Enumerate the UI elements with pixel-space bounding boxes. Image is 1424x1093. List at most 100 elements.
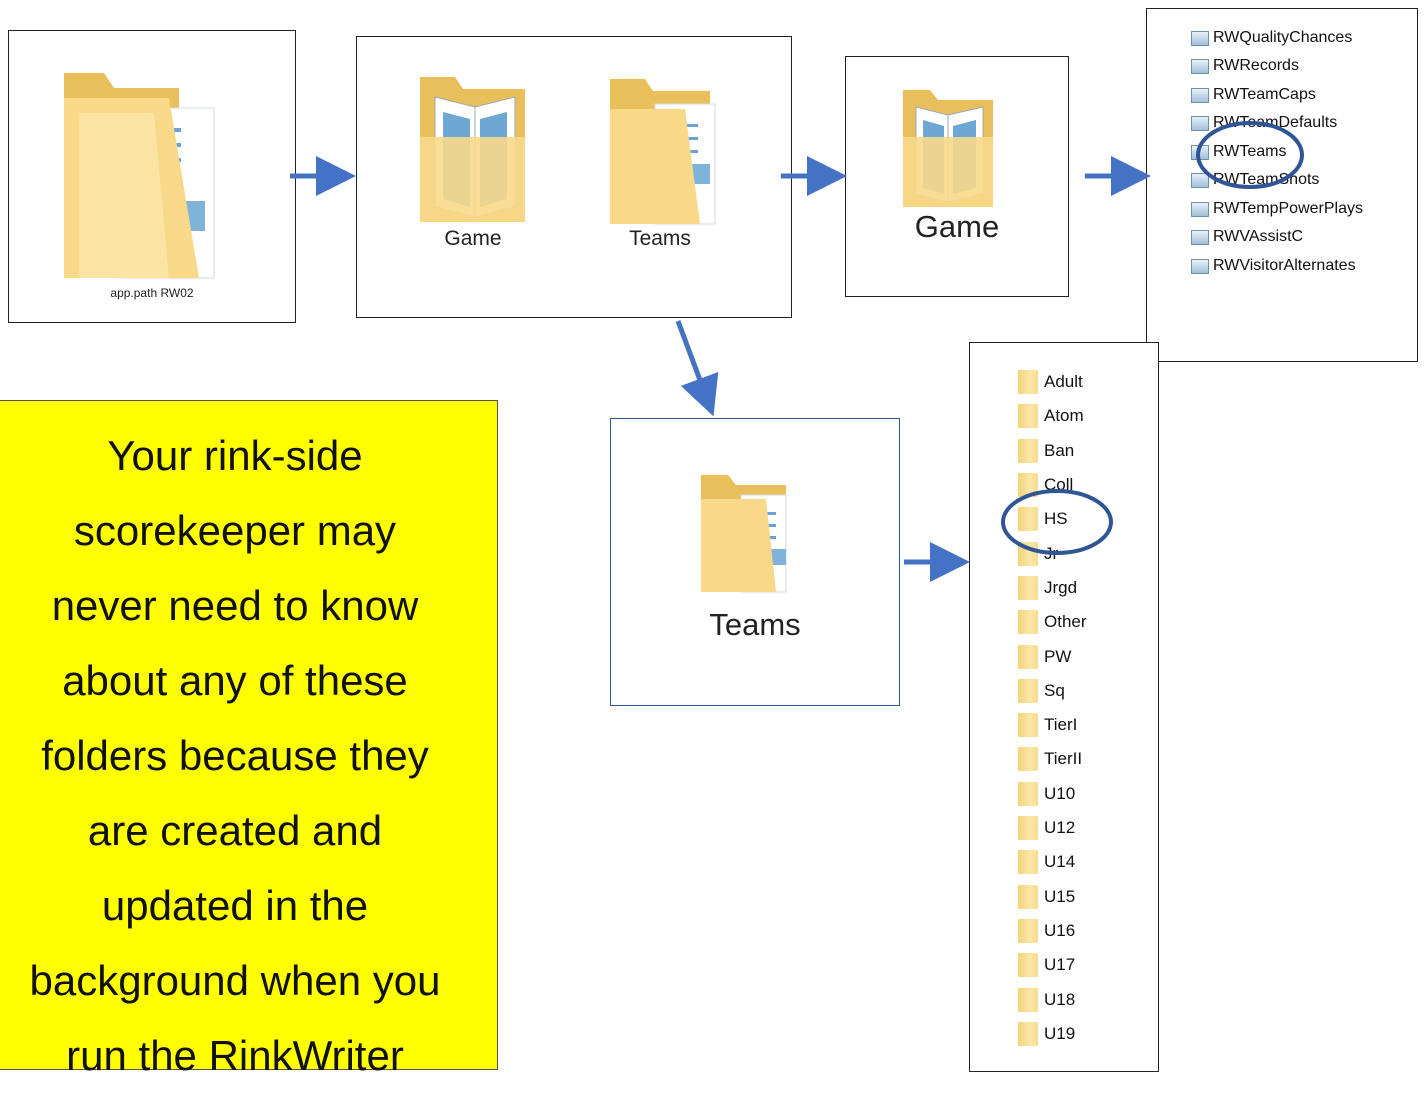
list-item[interactable]: PW bbox=[1018, 645, 1071, 669]
folder-icon bbox=[1018, 919, 1038, 943]
explanation-note-text: Your rink-side scorekeeper may never nee… bbox=[29, 432, 441, 1079]
folder-name: U19 bbox=[1044, 1024, 1076, 1043]
folder-icon bbox=[1018, 953, 1038, 977]
folder-name: U14 bbox=[1044, 852, 1076, 871]
table-file-icon bbox=[1191, 58, 1209, 74]
list-item[interactable]: RWTeamDefaults bbox=[1191, 114, 1337, 132]
game-label: Game bbox=[914, 209, 1000, 244]
highlight-ring-rwteams bbox=[1196, 121, 1304, 189]
folder-icon bbox=[1018, 370, 1038, 394]
file-name: RWTempPowerPlays bbox=[1213, 200, 1363, 217]
folder-name: U17 bbox=[1044, 955, 1076, 974]
list-item[interactable]: Sq bbox=[1018, 679, 1065, 703]
folder-icon bbox=[1018, 713, 1038, 737]
folder-name: U16 bbox=[1044, 921, 1076, 940]
file-name: RWQualityChances bbox=[1213, 29, 1353, 46]
folder-name: Jrgd bbox=[1044, 578, 1078, 597]
folder-icon bbox=[1018, 747, 1038, 771]
list-item[interactable]: RWRecords bbox=[1191, 57, 1299, 75]
game-files-panel: RWQualityChances RWRecords RWTeamCaps RW… bbox=[1146, 8, 1418, 362]
list-item[interactable]: Jrgd bbox=[1018, 576, 1077, 600]
list-item[interactable]: TierI bbox=[1018, 713, 1077, 737]
list-item[interactable]: RWVisitorAlternates bbox=[1191, 257, 1356, 275]
list-item[interactable]: U17 bbox=[1018, 953, 1075, 977]
list-item[interactable]: U12 bbox=[1018, 816, 1075, 840]
table-file-icon bbox=[1191, 115, 1209, 131]
file-name: RWVisitorAlternates bbox=[1213, 257, 1356, 274]
teams-label: Teams bbox=[709, 607, 801, 642]
file-name: RWTeams bbox=[1213, 143, 1287, 160]
teams-panel: Teams bbox=[610, 418, 900, 706]
root-folder-label: app.path RW02 bbox=[110, 286, 194, 300]
table-file-icon bbox=[1191, 258, 1209, 274]
teams-folder-icon bbox=[701, 475, 787, 593]
folder-icon bbox=[1018, 507, 1038, 531]
list-item[interactable]: U15 bbox=[1018, 885, 1075, 909]
folder-name: TierII bbox=[1044, 749, 1083, 768]
folder-with-documents-icon bbox=[64, 73, 215, 279]
list-item[interactable]: RWTempPowerPlays bbox=[1191, 200, 1363, 218]
list-item[interactable]: Other bbox=[1018, 610, 1087, 634]
subfolders-panel: Game Teams bbox=[356, 36, 792, 318]
table-file-icon bbox=[1191, 201, 1209, 217]
folder-icon bbox=[1018, 782, 1038, 806]
folder-name: U12 bbox=[1044, 818, 1076, 837]
folder-name: Sq bbox=[1044, 681, 1065, 700]
list-item-highlighted[interactable]: HS bbox=[1018, 507, 1068, 531]
folder-name: U18 bbox=[1044, 990, 1076, 1009]
list-item[interactable]: U19 bbox=[1018, 1022, 1075, 1046]
folder-name: Other bbox=[1044, 612, 1087, 631]
list-item[interactable]: U14 bbox=[1018, 850, 1075, 874]
file-name: RWRecords bbox=[1213, 57, 1299, 74]
root-folder-panel: app.path RW02 bbox=[8, 30, 296, 323]
arrow-sub-to-teams bbox=[675, 320, 719, 417]
teams-folder-icon bbox=[610, 79, 716, 225]
table-file-icon bbox=[1191, 229, 1209, 245]
folder-icon bbox=[1018, 850, 1038, 874]
list-item[interactable]: RWVAssistC bbox=[1191, 228, 1303, 246]
teams-folder-label: Teams bbox=[629, 227, 691, 250]
list-item[interactable]: RWQualityChances bbox=[1191, 29, 1352, 47]
list-item[interactable]: RWTeamCaps bbox=[1191, 86, 1316, 104]
list-item[interactable]: U18 bbox=[1018, 988, 1075, 1012]
file-name: RWTeamDefaults bbox=[1213, 114, 1338, 131]
folder-icon bbox=[1018, 988, 1038, 1012]
explanation-note bbox=[0, 400, 498, 1070]
file-name: RWVAssistC bbox=[1213, 228, 1304, 245]
folder-icon bbox=[1018, 816, 1038, 840]
game-panel: Game bbox=[845, 56, 1069, 297]
list-item[interactable]: Atom bbox=[1018, 404, 1084, 428]
highlight-ring-hs bbox=[1001, 489, 1113, 555]
folder-icon bbox=[1018, 439, 1038, 463]
folder-name: Adult bbox=[1044, 372, 1083, 391]
list-item[interactable]: U10 bbox=[1018, 782, 1075, 806]
folder-name: U10 bbox=[1044, 784, 1076, 803]
folder-icon bbox=[1018, 610, 1038, 634]
list-item[interactable]: U16 bbox=[1018, 919, 1075, 943]
table-file-icon bbox=[1191, 172, 1209, 188]
list-item[interactable]: Adult bbox=[1018, 370, 1083, 394]
folder-name: PW bbox=[1044, 647, 1072, 666]
team-folders-panel: Adult Atom Ban Coll HS Jr Jrgd Other PW … bbox=[969, 342, 1159, 1072]
folder-name: U15 bbox=[1044, 887, 1076, 906]
folder-name: HS bbox=[1044, 509, 1068, 528]
list-item[interactable]: Ban bbox=[1018, 439, 1074, 463]
file-name: RWTeamCaps bbox=[1213, 86, 1316, 103]
table-file-icon bbox=[1191, 30, 1209, 46]
folder-icon bbox=[1018, 576, 1038, 600]
folder-icon bbox=[1018, 404, 1038, 428]
folder-icon bbox=[1018, 885, 1038, 909]
game-folder-icon bbox=[903, 90, 993, 207]
folder-icon bbox=[1018, 679, 1038, 703]
folder-icon bbox=[1018, 645, 1038, 669]
folder-name: Ban bbox=[1044, 441, 1075, 460]
folder-name: Atom bbox=[1044, 406, 1084, 425]
folder-icon bbox=[1018, 473, 1038, 497]
table-file-icon bbox=[1191, 87, 1209, 103]
connectors-layer bbox=[290, 121, 1304, 582]
folder-icon bbox=[1018, 1022, 1038, 1046]
game-folder-icon bbox=[420, 77, 525, 222]
game-folder-label: Game bbox=[444, 227, 502, 250]
list-item[interactable]: TierII bbox=[1018, 747, 1082, 771]
folder-name: TierI bbox=[1044, 715, 1078, 734]
